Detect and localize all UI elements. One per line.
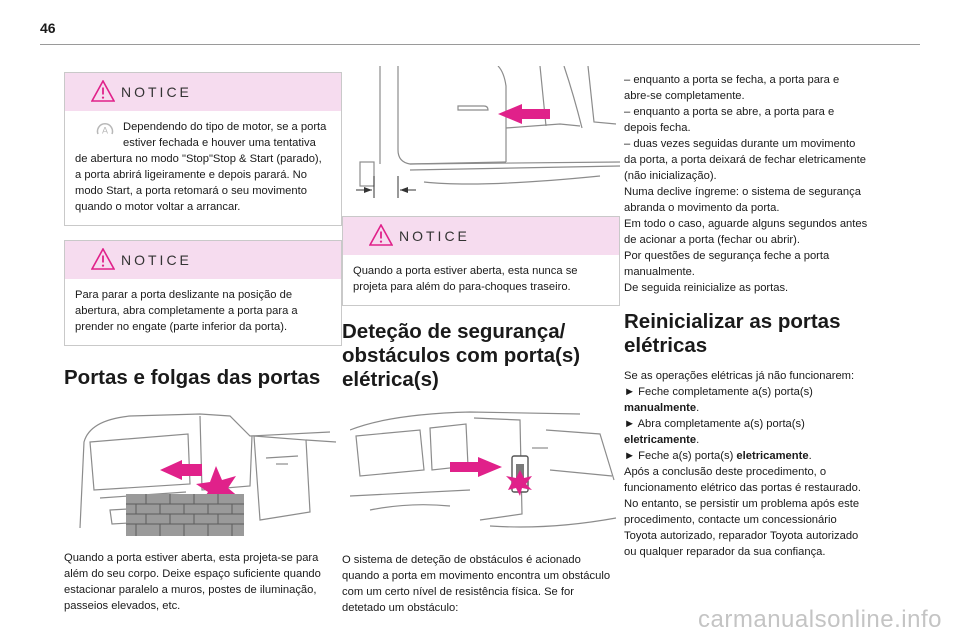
column-1: NOTICE A Dependendo do tipo de motor, se… xyxy=(64,72,342,614)
watermark: carmanualsonline.info xyxy=(698,606,942,633)
step-2-bold: eletricamente. xyxy=(624,434,700,446)
notice-title: NOTICE xyxy=(121,252,192,268)
body-paragraph: Quando a porta estiver aberta, esta proj… xyxy=(64,552,321,612)
text-line: abre-se completamente. xyxy=(624,90,745,102)
text-line: Numa declive íngreme: o sistema de segur… xyxy=(624,186,861,198)
detection-details: – enquanto a porta se fecha, a porta par… xyxy=(624,72,914,296)
section-heading: Reinicializar as portas elétricas xyxy=(624,310,841,357)
column-3: – enquanto a porta se fecha, a porta par… xyxy=(624,72,914,560)
svg-text:A: A xyxy=(102,126,108,136)
section-heading: Portas e folgas das portas xyxy=(64,366,321,389)
page-number: 46 xyxy=(40,20,56,36)
notice-body: A Dependendo do tipo de motor, se a port… xyxy=(65,111,341,225)
text-line: De seguida reinicialize as portas. xyxy=(624,282,789,294)
notice-body: Para parar a porta deslizante na posição… xyxy=(65,279,341,345)
notice-text: Dependendo do tipo de motor, se a porta … xyxy=(75,121,327,213)
notice-title: NOTICE xyxy=(399,228,470,244)
sliding-door-illustration xyxy=(356,66,620,198)
text-line: manualmente. xyxy=(624,266,695,278)
arrow-left-icon xyxy=(498,104,550,124)
notice-body: Quando a porta estiver aberta, esta nunc… xyxy=(343,255,619,305)
step-3: ► Feche a(s) porta(s) eletricamente. xyxy=(624,450,812,462)
text-line: – enquanto a porta se fecha, a porta par… xyxy=(624,74,840,86)
arrow-left-icon xyxy=(160,460,202,480)
step-1: ► Feche completamente a(s) porta(s) xyxy=(624,386,813,398)
text-line: Se as operações elétricas já não funcion… xyxy=(624,370,855,382)
notice-box-2: NOTICE Para parar a porta deslizante na … xyxy=(64,240,342,346)
notice-header: NOTICE xyxy=(65,73,341,111)
notice-box-1: NOTICE A Dependendo do tipo de motor, se… xyxy=(64,72,342,226)
text-line: Após a conclusão deste procedimento, o xyxy=(624,466,827,478)
warning-icon xyxy=(91,80,115,102)
notice-text: Para parar a porta deslizante na posição… xyxy=(75,289,298,333)
text-line: Toyota autorizado, reparador Toyota auto… xyxy=(624,530,859,542)
notice-box-3: NOTICE Quando a porta estiver aberta, es… xyxy=(342,216,620,306)
text-line: – duas vezes seguidas durante um movimen… xyxy=(624,138,856,150)
text-line: Por questões de segurança feche a porta xyxy=(624,250,830,262)
text-line: – enquanto a porta se abre, a porta para… xyxy=(624,106,835,118)
door-wall-illustration xyxy=(70,402,340,536)
auto-stop-start-icon: A xyxy=(96,123,114,136)
body-paragraph: O sistema de deteção de obstáculos é aci… xyxy=(342,554,611,614)
warning-icon xyxy=(91,248,115,270)
obstacle-detection-illustration xyxy=(350,411,617,528)
notice-header: NOTICE xyxy=(65,241,341,279)
top-rule xyxy=(40,44,920,45)
impact-burst-icon xyxy=(506,470,532,496)
text-line: da porta, a porta deixará de fechar elet… xyxy=(624,154,866,166)
column-2: NOTICE Quando a porta estiver aberta, es… xyxy=(342,66,620,616)
text-line: No entanto, se persistir um problema apó… xyxy=(624,498,860,510)
text-line: (não inicialização). xyxy=(624,170,717,182)
text-line: de acionar a porta (fechar ou abrir). xyxy=(624,234,800,246)
arrow-right-icon xyxy=(450,457,502,477)
text-line: procedimento, contacte um concessionário xyxy=(624,514,837,526)
section-heading: Deteção de segurança/ obstáculos com por… xyxy=(342,320,581,391)
notice-text: Quando a porta estiver aberta, esta nunc… xyxy=(353,265,578,293)
text-line: abranda o movimento da porta. xyxy=(624,202,780,214)
text-line: funcionamento elétrico das portas é rest… xyxy=(624,482,861,494)
text-line: Em todo o caso, aguarde alguns segundos … xyxy=(624,218,868,230)
notice-title: NOTICE xyxy=(121,84,192,100)
text-line: depois fecha. xyxy=(624,122,691,134)
notice-header: NOTICE xyxy=(343,217,619,255)
reset-steps: Se as operações elétricas já não funcion… xyxy=(624,368,914,560)
brick-wall xyxy=(126,494,244,536)
step-1-bold: manualmente. xyxy=(624,402,700,414)
text-line: ou qualquer reparador da sua confiança. xyxy=(624,546,826,558)
step-2: ► Abra completamente a(s) porta(s) xyxy=(624,418,805,430)
warning-icon xyxy=(369,224,393,246)
